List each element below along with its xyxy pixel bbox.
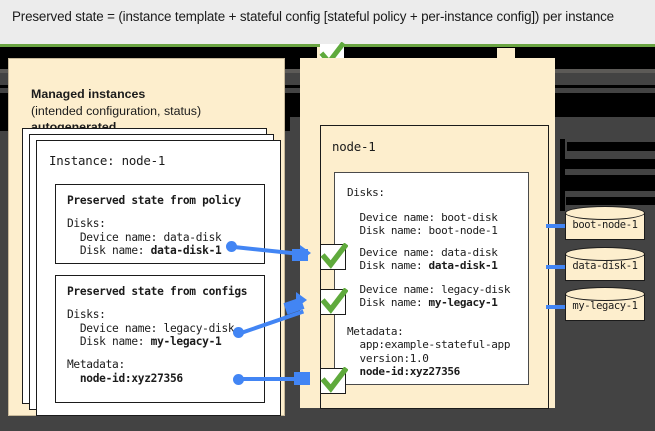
configs-box-heading: Preserved state from configs — [67, 285, 248, 298]
check-mark-icon — [320, 243, 348, 269]
redacted-bar — [566, 197, 655, 205]
policy-box-heading: Preserved state from policy — [67, 194, 241, 207]
policy-disks-label: Disks: — [67, 217, 106, 230]
configs-box-metadata: Metadata: node-id:xyz27356 — [67, 358, 183, 385]
node-data-disk-entry: Device name: data-disk Disk name: data-d… — [347, 246, 498, 273]
managed-instances-title-line1: Managed instances — [31, 87, 146, 101]
configs-metadata-value: node-id:xyz27356 — [67, 371, 183, 385]
check-badge-legacy-disk — [320, 288, 348, 315]
instance-card-label: Instance: node-1 — [49, 153, 166, 168]
check-mark-icon — [320, 288, 348, 314]
configs-box-disks: Disks: Device name: legacy-disk Disk nam… — [67, 308, 235, 349]
node-metadata-node-id: node-id:xyz27356 — [347, 365, 461, 379]
node-metadata-app: app:example-stateful-app — [347, 338, 511, 352]
redacted-bar — [560, 139, 565, 211]
preserved-state-from-configs-box: Preserved state from configs Disks: Devi… — [55, 275, 265, 403]
node-legacy-disk-name-prefix: Disk name: — [347, 296, 429, 310]
arrow-line-metadata — [241, 377, 307, 381]
disk-cylinder-top — [565, 287, 645, 301]
node-legacy-disk-name-value: my-legacy-1 — [428, 296, 498, 310]
arrow-origin-dot-configs-disk — [233, 327, 244, 338]
managed-instances-title-line2: (intended configuration, status) — [31, 103, 202, 118]
node-details-box: Disks: Device name: boot-disk Disk name:… — [334, 172, 529, 385]
redacted-bar — [563, 159, 655, 169]
configs-disks-label: Disks: — [67, 308, 106, 321]
header-band: Preserved state = (instance template + s… — [0, 0, 655, 38]
disk-cylinder-top — [565, 247, 645, 261]
check-badge-metadata — [320, 367, 348, 394]
policy-box-body: Disks: Device name: data-disk Disk name:… — [67, 217, 222, 258]
node-boot-disk-name: Disk name: boot-node-1 — [347, 224, 498, 238]
redacted-bar — [567, 142, 655, 151]
arrow-origin-dot-policy-disk — [226, 241, 237, 252]
check-mark-icon — [320, 367, 348, 393]
disk-link-data — [546, 265, 566, 269]
node-legacy-device-name: Device name: legacy-disk — [347, 283, 511, 296]
policy-disk-name-value: data-disk-1 — [150, 244, 222, 258]
disk-label: boot-node-1 — [572, 219, 638, 231]
redacted-bar — [563, 175, 655, 191]
disk-label: my-legacy-1 — [572, 300, 638, 312]
configs-device-name: Device name: legacy-disk — [67, 321, 235, 335]
disk-cylinder-data: data-disk-1 — [565, 247, 645, 285]
arrow-origin-dot-metadata — [233, 374, 244, 385]
node-data-disk-name-value: data-disk-1 — [428, 259, 498, 273]
check-badge-data-disk — [320, 243, 348, 270]
disk-cylinder-boot: boot-node-1 — [565, 206, 645, 244]
preserved-state-from-policy-box: Preserved state from policy Disks: Devic… — [55, 184, 265, 264]
instance-card: Instance: node-1 Preserved state from po… — [36, 140, 281, 416]
disk-cylinder-legacy: my-legacy-1 — [565, 287, 645, 325]
node-boot-disk-entry: Device name: boot-disk Disk name: boot-n… — [347, 211, 498, 238]
disk-link-boot — [546, 224, 566, 228]
policy-device-name: Device name: data-disk — [67, 230, 222, 244]
node-disks-label: Disks: — [347, 186, 385, 199]
configs-disk-name-prefix: Disk name: — [67, 335, 151, 349]
node-data-device-name: Device name: data-disk — [347, 246, 498, 259]
node-data-disk-name-prefix: Disk name: — [347, 259, 429, 273]
node-legacy-disk-entry: Device name: legacy-disk Disk name: my-l… — [347, 283, 511, 310]
disk-label: data-disk-1 — [572, 260, 638, 272]
disk-link-legacy — [546, 305, 566, 309]
node-card-title: node-1 — [332, 139, 376, 154]
configs-metadata-label: Metadata: — [67, 358, 125, 371]
node-boot-device-name: Device name: boot-disk — [347, 211, 498, 224]
node-metadata-block: Metadata: app:example-stateful-app versi… — [347, 325, 510, 379]
policy-disk-name-prefix: Disk name: — [67, 244, 151, 258]
node-metadata-version: version:1.0 — [347, 351, 429, 365]
node-metadata-label: Metadata: — [347, 325, 404, 338]
page-title: Preserved state = (instance template + s… — [12, 9, 614, 24]
arrow-stub-policy-disk — [292, 249, 308, 261]
disk-cylinder-top — [565, 206, 645, 220]
configs-disk-name-value: my-legacy-1 — [150, 335, 222, 349]
arrow-head-metadata — [294, 372, 310, 385]
